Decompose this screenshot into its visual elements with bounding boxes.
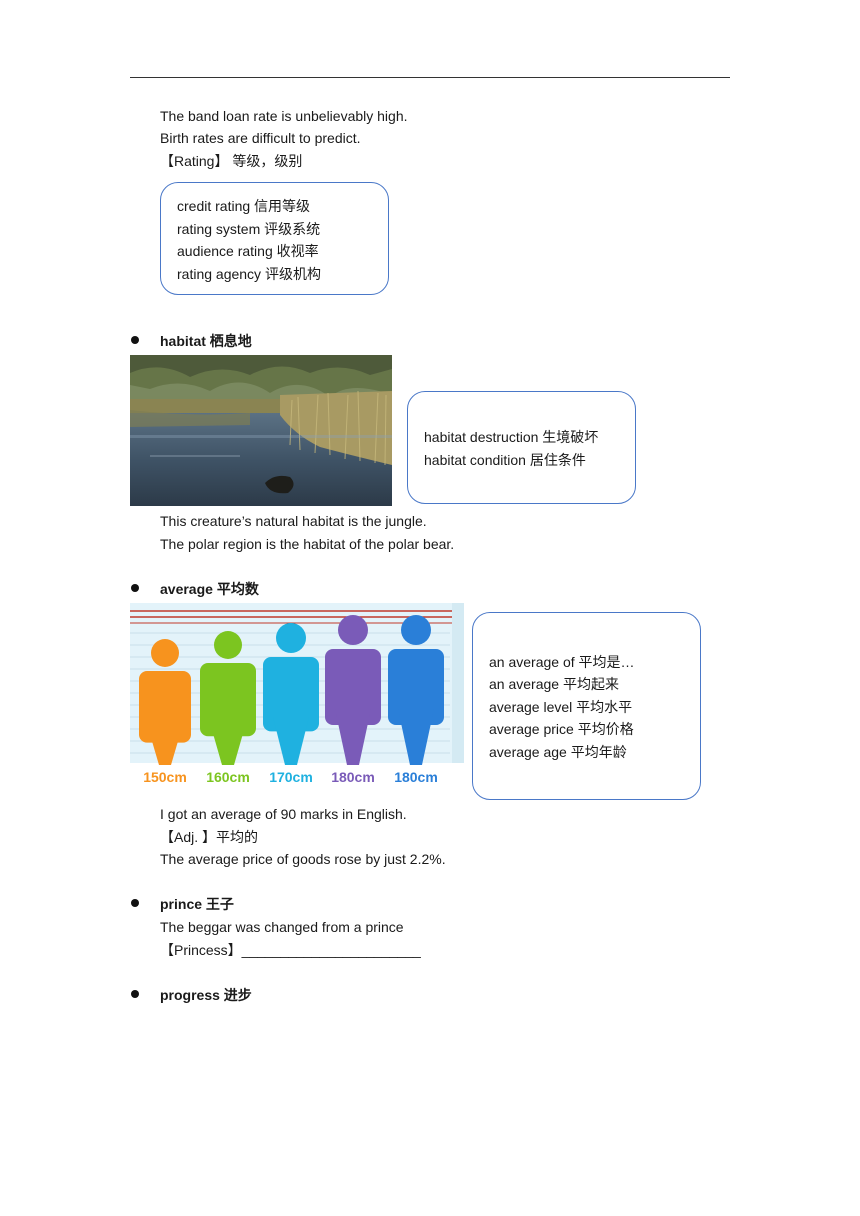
habitat-photo (130, 355, 392, 506)
habitat-phrase-box: habitat destruction 生境破坏 habitat conditi… (407, 391, 636, 504)
adj-heading: 【Adj. 】平均的 (160, 829, 259, 845)
term-prince: prince 王子 (160, 896, 234, 912)
phrase: habitat condition 居住条件 (424, 452, 586, 468)
height-label: 180cm (331, 769, 375, 785)
person-figure: 150cm (139, 639, 191, 785)
height-label: 180cm (394, 769, 438, 785)
bullet (131, 990, 139, 998)
person-figure: 160cm (200, 631, 256, 785)
person-figure: 180cm (388, 615, 444, 785)
princess-blank: 【Princess】_______________________ (160, 942, 421, 958)
person-figure: 170cm (263, 623, 319, 785)
term-habitat: habitat 栖息地 (160, 333, 252, 349)
rating-heading: 【Rating】 等级，级别 (160, 153, 303, 169)
phrase: habitat destruction 生境破坏 (424, 429, 599, 445)
phrase: audience rating 收视率 (177, 243, 319, 259)
phrase: rating agency 评级机构 (177, 266, 321, 282)
bullet (131, 899, 139, 907)
example-sentence: I got an average of 90 marks in English. (160, 806, 407, 822)
height-label: 150cm (143, 769, 187, 785)
phrase: an average of 平均是… (489, 654, 635, 670)
example-sentence: The band loan rate is unbelievably high. (160, 108, 408, 124)
rating-phrase-box: credit rating 信用等级 rating system 评级系统 au… (160, 182, 389, 295)
example-sentence: The polar region is the habitat of the p… (160, 536, 455, 552)
example-sentence: This creature’s natural habitat is the j… (160, 513, 427, 529)
bullet (131, 584, 139, 592)
phrase: average price 平均价格 (489, 721, 634, 737)
term-progress: progress 进步 (160, 987, 252, 1003)
person-figure: 180cm (325, 615, 381, 785)
average-phrase-box: an average of 平均是… an average 平均起来 avera… (472, 612, 701, 800)
example-sentence: The average price of goods rose by just … (160, 851, 446, 867)
phrase: rating system 评级系统 (177, 221, 321, 237)
example-sentence: The beggar was changed from a prince (160, 919, 404, 935)
phrase: credit rating 信用等级 (177, 198, 311, 214)
bullet (131, 336, 139, 344)
phrase: average level 平均水平 (489, 699, 633, 715)
phrase: an average 平均起来 (489, 676, 619, 692)
header-rule (130, 77, 730, 78)
phrase: average age 平均年龄 (489, 744, 627, 760)
example-sentence: Birth rates are difficult to predict. (160, 130, 361, 146)
height-chart-image: 150cm 160cm 170cm 180cm 180cm (130, 603, 464, 788)
height-label: 170cm (269, 769, 313, 785)
height-label: 160cm (206, 769, 250, 785)
term-average: average 平均数 (160, 581, 259, 597)
